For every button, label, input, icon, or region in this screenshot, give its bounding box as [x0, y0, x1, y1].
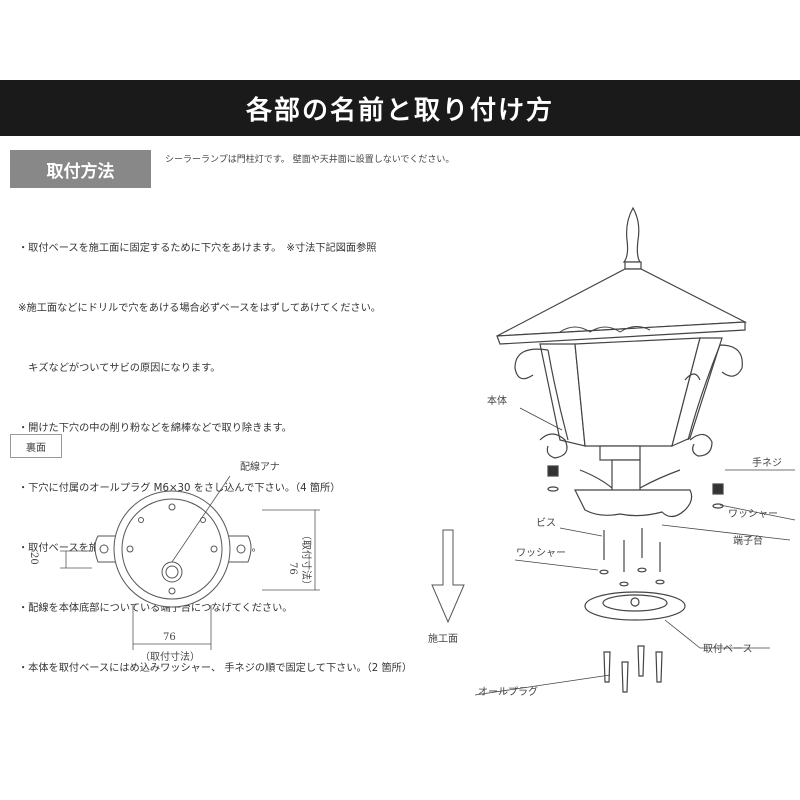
scroll-arm-right — [687, 344, 743, 441]
section-label-text: 取付方法 — [46, 161, 115, 182]
hand-screw-right — [712, 483, 724, 495]
screw-hole — [210, 545, 218, 553]
instruction-line: ・取付ベースを施工面に固定するために下穴をあけます。 ※寸法下記図面参照 — [18, 243, 377, 254]
label-dim-width: 76 — [163, 632, 176, 643]
stem-ornament — [579, 469, 681, 489]
page-banner: 各部の名前と取り付け方 — [0, 80, 800, 136]
washer — [637, 567, 647, 573]
label-dim-height-caption: （取付寸法） — [300, 530, 313, 590]
base-wiring-hole — [630, 597, 640, 607]
label-mounting-base: 取付ベース — [703, 642, 753, 655]
wall-plug — [621, 661, 629, 693]
scroll-arm-left — [514, 348, 569, 441]
lamp-assembly — [474, 206, 796, 696]
screw-hole — [168, 503, 176, 511]
finial-base — [624, 261, 642, 270]
mounting-tab-right — [226, 535, 252, 563]
base-inner-ring — [121, 498, 223, 600]
label-hand-screw: 手ネジ — [752, 456, 782, 469]
instruction-line: ・本体を取付ベースにはめ込みワッシャー、 手ネジの順で固定して下さい。（2 箇所… — [18, 663, 413, 674]
back-view-label: 裏面 — [10, 434, 62, 458]
screw-hole — [168, 587, 176, 595]
label-washer-right: ワッシャー — [728, 509, 778, 520]
scroll-foot-left — [539, 433, 568, 459]
leader-wiring-hole — [171, 475, 231, 563]
screw-hole — [138, 517, 144, 523]
washer — [599, 569, 609, 575]
label-body: 本体 — [487, 394, 507, 407]
back-view-label-text: 裏面 — [26, 442, 46, 454]
install-direction-arrow — [431, 529, 465, 624]
wall-plug — [603, 651, 611, 683]
tab-hole-right — [236, 544, 246, 554]
wall-plug — [637, 645, 645, 677]
instruction-line: ・開けた下穴の中の削り粉などを綿棒などで取り除きます。 — [18, 423, 292, 434]
roof-rim — [496, 321, 746, 345]
washer — [619, 581, 629, 587]
usage-note: シーラーランプは門柱灯です。 壁面や天井面に設置しないでください。 — [165, 155, 455, 165]
instruction-list: ・取付ベースを施工面に固定するために下穴をあけます。 ※寸法下記図面参照 ※施工… — [18, 199, 412, 699]
lamp-finial — [622, 206, 642, 263]
label-terminal-block: 端子台 — [733, 534, 763, 547]
instruction-line: キズなどがついてサビの原因になります。 — [18, 363, 221, 374]
banner-title: 各部の名前と取り付け方 — [245, 95, 554, 126]
screw-hole — [126, 545, 134, 553]
washer-right-top — [712, 503, 724, 509]
lamp-stem — [611, 459, 641, 493]
instruction-line: ・下穴に付属のオールプラグ M6×30 をさし込んで下さい。（4 箇所） — [18, 483, 341, 494]
roof-ornament — [559, 326, 651, 333]
label-dim-caption: （取付寸法） — [140, 650, 200, 663]
glass-panel-right — [671, 337, 723, 448]
label-dim-height: 76 — [287, 562, 298, 575]
label-dim-tab: 20 — [28, 552, 39, 565]
label-screw: ビス — [536, 517, 556, 529]
wiring-hole-inner — [165, 565, 179, 579]
hand-screw-left — [547, 465, 559, 477]
instruction-line: ・配線を本体底部についている端子台につなげてください。 — [18, 603, 293, 614]
label-wiring-hole: 配線アナ — [240, 460, 280, 473]
scroll-foot-right — [689, 433, 713, 457]
label-wall-plug: オールプラグ — [478, 685, 538, 698]
washer — [655, 579, 665, 585]
terminal-block — [574, 489, 693, 518]
back-view-drawing — [60, 475, 320, 650]
label-washer-left: ワッシャー — [516, 548, 566, 559]
wall-plug — [655, 651, 663, 683]
label-install-surface: 施工面 — [428, 632, 458, 645]
scroll-detail — [684, 373, 701, 381]
section-label-mounting: 取付方法 — [10, 150, 151, 188]
tab-hole-left — [99, 544, 109, 554]
instruction-line: ※施工面などにドリルで穴をあける場合必ずベースをはずしてあけてください。 — [18, 303, 381, 314]
lamp-collar — [599, 445, 641, 461]
washer-left-top — [547, 486, 559, 492]
base-outer-ring — [113, 490, 231, 608]
